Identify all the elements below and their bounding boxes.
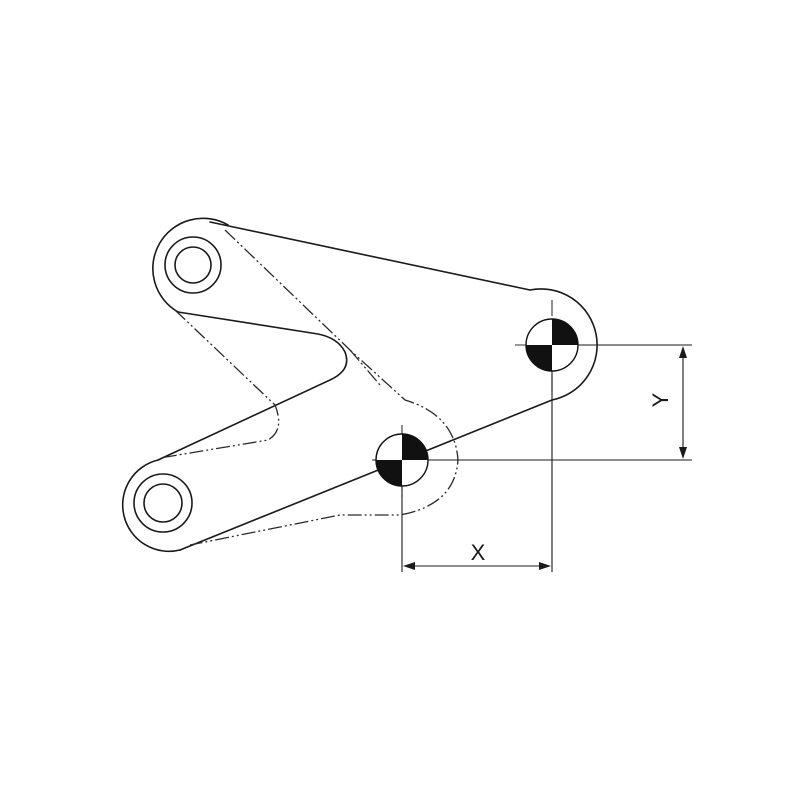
upper-bore [164,236,222,294]
cog-symbol-right [525,318,579,372]
lower-bore [133,473,193,533]
dimension-y-label: Y [648,392,673,407]
cog-symbol-left [375,433,429,487]
bracket-outline [121,217,598,553]
dimension-x-label: X [471,540,486,565]
dimension-y: Y [428,344,692,461]
dimension-x: X [401,371,553,572]
